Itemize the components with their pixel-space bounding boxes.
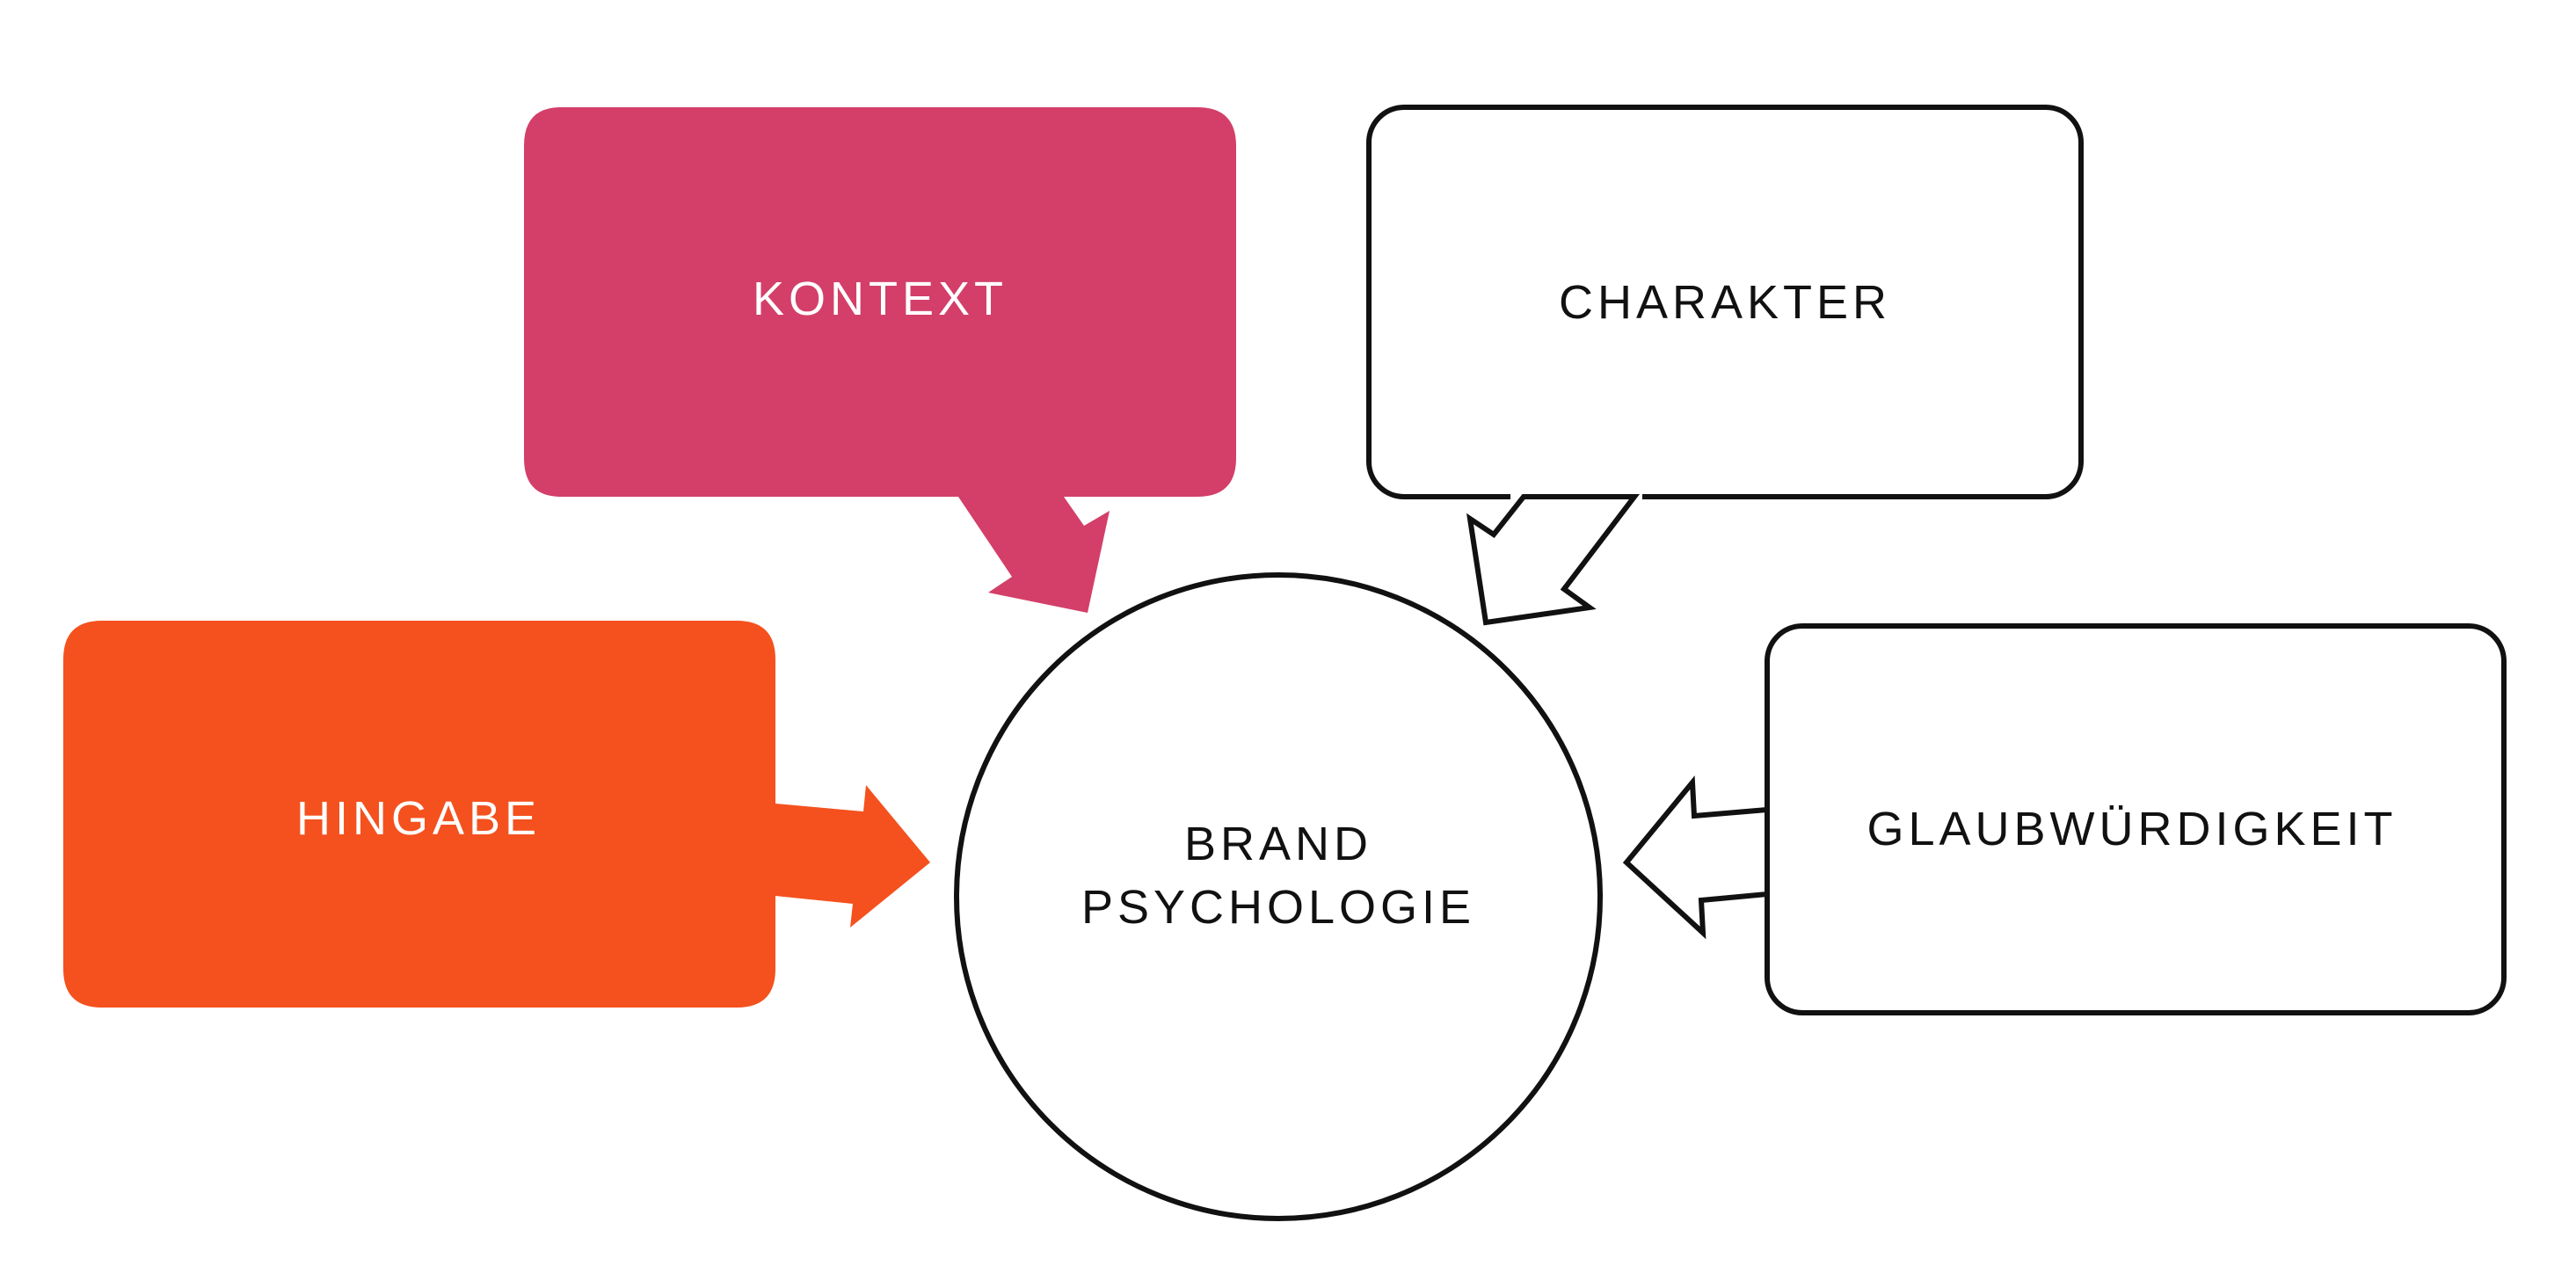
glaubwuerdigkeit-label: GLAUBWÜRDIGKEIT (1867, 803, 2397, 855)
glaubwuerdigkeit-arrow (1622, 775, 1770, 940)
center-circle (954, 572, 1603, 1221)
hingabe-label: HINGABE (296, 792, 541, 845)
center-node: BRAND PSYCHOLOGIE (954, 572, 1603, 1221)
charakter-label: CHARAKTER (1559, 276, 1891, 329)
kontext-node: KONTEXT (524, 107, 1236, 613)
glaubwuerdigkeit-box (1765, 623, 2507, 1015)
hingabe-box (63, 621, 930, 1008)
center-label-line2: PSYCHOLOGIE (1081, 881, 1475, 934)
kontext-label: KONTEXT (753, 273, 1008, 325)
charakter-box (1366, 105, 2084, 499)
glaubwuerdigkeit-node: GLAUBWÜRDIGKEIT (1622, 623, 2507, 1015)
kontext-box (524, 107, 1236, 613)
charakter-arrow (1466, 494, 1641, 626)
hingabe-node: HINGABE (63, 621, 930, 1008)
charakter-node: CHARAKTER (1366, 105, 2084, 626)
center-label-line1: BRAND (1184, 818, 1372, 870)
